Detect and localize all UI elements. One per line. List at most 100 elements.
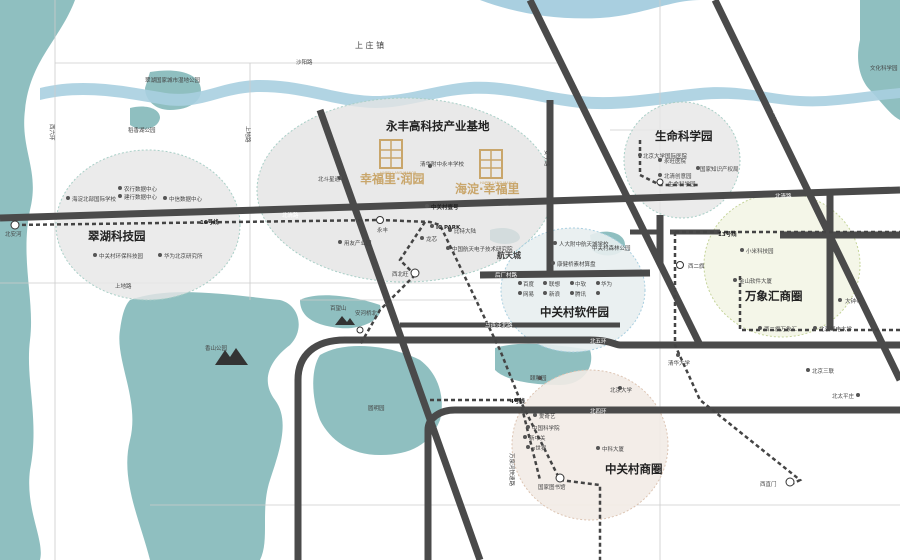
poi-label-xinzhongguan: 新中关 xyxy=(529,434,546,442)
poi-label-beida-hospital: 北京大学国际医院 xyxy=(643,152,688,160)
poi-label-bitterdalu: 比特大陆 xyxy=(454,227,477,235)
poi-label-icpark: IC PARK xyxy=(436,225,461,231)
yuanmingyuan-area xyxy=(313,345,442,455)
zone-label-cuihu: 翠湖科技园 xyxy=(88,229,146,243)
road-label-beiqing2: 北清路 xyxy=(775,192,792,200)
line-label-4: 4号线 xyxy=(510,397,525,405)
project-name-haidian: 海淀·幸福里 xyxy=(455,181,520,196)
project-en-runyuan: HAPPY LAND MANOR xyxy=(380,171,417,175)
zone-bubbles xyxy=(55,97,861,521)
zone-label-hangtian: 航天城 xyxy=(497,250,521,260)
poi-label-wanxiang-hui: 西二旗万象汇 xyxy=(764,325,798,333)
poi-label-wangyi: 网易 xyxy=(523,291,534,298)
poi-label-zhongke: 中软 xyxy=(575,280,587,288)
town-label-shangzhuang: 上 庄 镇 xyxy=(355,40,384,50)
road-label-machiwan: 马连洼北路 xyxy=(485,321,513,329)
zone-label-yongfeng: 永丰高科技产业基地 xyxy=(385,119,490,133)
zone-label-wanxiang: 万象汇商圈 xyxy=(744,289,803,303)
poi-label-renda: 人大附中航天城学校 xyxy=(559,240,609,248)
station-label-yongfeng: 永丰 xyxy=(377,226,389,234)
poi-label-baidu: 百度 xyxy=(523,280,535,288)
poi-label-xiangshan: 香山公园 xyxy=(205,344,228,352)
road-label-shangdi: 上地路 xyxy=(244,126,252,143)
poi-label-tengxun: 腾讯 xyxy=(575,290,587,298)
road-label-anning: 安宁路 xyxy=(543,150,551,167)
poi-label-beiqing-mall: 北清创意园 xyxy=(664,172,692,180)
poi-label-hundang: 百望山 xyxy=(330,304,347,312)
poi-label-zhongkeyuan: 中国科学院 xyxy=(532,424,560,432)
poi-label-beiyu: 北京邮电大学 xyxy=(819,325,853,333)
station-label-guojia: 国家图书馆 xyxy=(538,483,566,491)
road-label-xiliuhuan: 西六环 xyxy=(48,124,56,141)
poi-label-bds: 北京三联 xyxy=(812,367,835,375)
poi-label-dishi: e世界 xyxy=(532,444,547,452)
poi-label-hua: 华为 xyxy=(601,280,612,288)
poi-label-zgc1: 中关村壹号 xyxy=(431,203,459,211)
west-water-area xyxy=(0,0,75,560)
poi-label-yuanmingyuan: 圆明园 xyxy=(368,405,385,412)
poi-label-beidou: 北斗星通 xyxy=(318,175,341,183)
westhill-area xyxy=(119,292,299,560)
poi-label-dazhong: 大钟寺 xyxy=(845,297,862,305)
road-label-beisihuan: 北四环 xyxy=(590,407,607,415)
brand-logo-runyuan xyxy=(379,139,403,169)
zone-label-zgc-center: 中关村商圈 xyxy=(605,462,663,476)
station-markers xyxy=(10,178,795,487)
poi-label-jianxin: 建行数据中心 xyxy=(124,193,158,201)
road-label-minor: 上地路 xyxy=(115,282,132,290)
line-label-16: 16号线 xyxy=(200,218,219,226)
project-en-haidian: HAPPY LAND MANOR xyxy=(480,181,517,185)
poi-label-beida-u: 北京大学 xyxy=(610,386,633,394)
poi-label-east: 文化科学园 xyxy=(870,64,898,72)
poi-label-daoxiang: 稻香湖公园 xyxy=(128,126,156,134)
station-label-beianhe: 北安河 xyxy=(5,230,22,238)
zone-label-shengming: 生命科学园 xyxy=(655,129,713,143)
poi-label-cuihu-wetland: 翠湖国家城市湿地公园 xyxy=(145,76,201,84)
poi-label-guojia-zhishi: 国家知识产权局 xyxy=(700,165,739,173)
poi-label-huawei: 华为北京研究所 xyxy=(164,252,203,260)
poi-label-aerospace: 中国航天电子技术研究院 xyxy=(452,245,513,253)
poi-label-zhongxin: 中信数据中心 xyxy=(169,195,203,203)
poi-label-longxin: 龙芯 xyxy=(426,235,438,243)
station-label-xizhimen: 西直门 xyxy=(760,480,777,488)
poi-label-qinghua-u: 清华大学 xyxy=(668,359,691,367)
poi-label-kejicheng: 中科大厦 xyxy=(602,445,625,453)
daoxiang-water xyxy=(130,106,160,130)
poi-dots xyxy=(66,153,860,450)
poi-label-xiyuan-park: 颐和园 xyxy=(530,374,547,382)
station-label-xibeiwang: 西北旺 xyxy=(392,270,409,278)
station-label-shengming: 生命科学园 xyxy=(668,180,696,188)
line-label-13: 13号线 xyxy=(718,230,737,238)
station-label-anhe: 安河桥北 xyxy=(355,309,378,317)
poi-label-zgc-forest: 中关村森林公园 xyxy=(592,244,631,252)
poi-label-xiaomi: 小米科技园 xyxy=(746,247,774,255)
road-label-wanquanhe: 万泉河快速路 xyxy=(508,453,516,487)
station-label-xierqi: 西二旗 xyxy=(688,262,705,270)
poi-label-lianxiang: 联想 xyxy=(549,280,561,288)
baiwang-area xyxy=(300,295,381,329)
mountain-icon xyxy=(215,316,355,365)
project-name-runyuan: 幸福里·润园 xyxy=(360,171,425,186)
road-label-beiwuhuan: 北五环 xyxy=(590,337,607,345)
poi-label-jinshan: 金山软件大厦 xyxy=(739,277,773,285)
road-label-beiqing: 北清路 xyxy=(282,211,299,219)
poi-label-xinlang: 新浪 xyxy=(549,290,561,298)
poi-label-yongyou: 用友产业园 xyxy=(344,239,372,247)
main-river xyxy=(40,80,900,110)
poi-label-yongtuo: 永旺医院 xyxy=(664,157,687,165)
poi-label-haidian-school: 海淀北部国际学校 xyxy=(72,195,117,203)
road-label-houchang: 后厂村路 xyxy=(495,271,518,279)
poi-label-zgc-env: 中关村环保科技园 xyxy=(99,252,144,260)
poi-label-qinghua: 清华附中永丰学校 xyxy=(420,160,465,168)
zone-label-zgc-soft: 中关村软件园 xyxy=(540,305,609,319)
poi-label-aiqiyi: 爱奇艺 xyxy=(539,412,556,420)
brand-logo-haidian xyxy=(479,149,503,179)
station-label-beitaipingzhuang: 北太平庄 xyxy=(832,392,855,400)
poi-label-kangjian: 康健桥素材算盘 xyxy=(557,260,596,268)
road-label-shayang: 沙阳路 xyxy=(296,58,313,66)
poi-label-nongxin: 农行数据中心 xyxy=(124,185,158,193)
